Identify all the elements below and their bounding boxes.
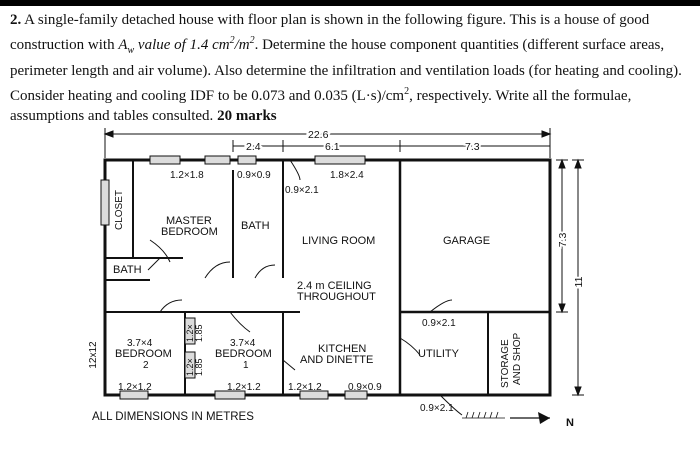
door-swing-bed2 — [159, 299, 183, 313]
room-kitchen-1: KITCHEN — [318, 343, 366, 355]
window-bottom-2 — [214, 390, 246, 400]
problem-text-3: , respectively. Write all the formulae, … — [10, 87, 632, 125]
window-left-3 — [184, 351, 196, 379]
top-border-bar — [0, 0, 700, 6]
room-bed2-name: BEDROOM — [115, 348, 172, 360]
label-d-front: 0.9×2.1 — [285, 185, 319, 196]
north-arrow-icon — [538, 412, 550, 424]
room-utility: UTILITY — [418, 348, 460, 360]
window-left-1 — [100, 179, 110, 226]
room-bed1-dim: 3.7×4 — [230, 338, 256, 349]
label-d-kitchen: 0.9×0.9 — [348, 382, 382, 393]
door-swing-master — [149, 239, 171, 263]
footer-note: ALL DIMENSIONS IN METRES — [92, 411, 254, 423]
room-master-2: BEDROOM — [161, 226, 218, 238]
door-swing-utility — [429, 299, 453, 313]
label-w-bed1-sub: 1.85 — [194, 358, 204, 376]
room-bed1-name: BEDROOM — [215, 348, 272, 360]
aw-value: value of 1.4 cm — [134, 36, 230, 53]
label-w-bed2-sub: 1.85 — [194, 324, 204, 342]
aw-subscript: w — [127, 44, 135, 56]
dim-right-total: 11 — [573, 276, 585, 287]
north-label: N — [566, 417, 574, 429]
aw-symbol: A — [118, 36, 128, 53]
ground-hatch — [462, 411, 505, 419]
dim-seg-mid: 6.1 — [325, 141, 340, 153]
problem-number: 2. — [10, 12, 22, 28]
dim-seg-left: 2.4 — [246, 141, 261, 153]
label-w-master: 1.2×1.8 — [170, 170, 204, 181]
ceiling-note-2: THROUGHOUT — [297, 291, 376, 303]
aw-unit-rest: /m — [234, 36, 250, 53]
window-left-2 — [184, 317, 196, 345]
label-d-garage-utility: 0.9×2.1 — [422, 318, 456, 329]
room-storage-1: STORAGE — [500, 339, 511, 388]
label-w-bed2-left: 1.2× — [185, 324, 195, 342]
window-top-2 — [204, 155, 231, 165]
ceiling-note-1: 2.4 m CEILING — [297, 280, 372, 292]
label-w-kitchen-bottom: 1.2×1.2 — [288, 382, 322, 393]
room-storage-2: AND SHOP — [512, 332, 523, 385]
room-kitchen-2: AND DINETTE — [300, 354, 373, 366]
label-d-utility-out: 0.9×2.1 — [420, 403, 454, 414]
room-garage: GARAGE — [443, 235, 490, 247]
aw-unit-sup: 2 — [229, 34, 235, 46]
room-bed2-dim: 3.7×4 — [127, 338, 153, 349]
label-w-bath-top: 0.9×0.9 — [237, 170, 271, 181]
problem-statement: 2. A single-family detached house with f… — [10, 10, 690, 127]
window-top-3 — [237, 155, 257, 165]
door-swing-kitchen — [282, 359, 296, 371]
window-bottom-3 — [299, 390, 329, 400]
window-bottom-1 — [119, 390, 149, 400]
door-swing-bath — [204, 261, 231, 279]
aw-unit-sup2: 2 — [249, 34, 255, 46]
door-swing-utility-side — [399, 337, 421, 356]
room-bed2-num: 2 — [143, 360, 149, 371]
problem-text-1: A single-family detached house with floo… — [10, 12, 650, 53]
room-bath-left: BATH — [113, 264, 142, 276]
window-top-1 — [149, 155, 181, 165]
idf-sup: 2 — [404, 85, 410, 97]
room-living: LIVING ROOM — [302, 235, 375, 247]
dim-right-upper: 7.3 — [557, 233, 569, 248]
room-bed1-num: 1 — [243, 360, 249, 371]
door-swing-front — [289, 159, 301, 181]
window-top-4 — [314, 155, 366, 165]
label-w-bed1-bottom: 1.2×1.2 — [227, 382, 261, 393]
problem-text-2: . Determine the house component quantiti… — [10, 36, 682, 104]
label-w-living: 1.8×2.4 — [330, 170, 364, 181]
door-swing-bed1 — [229, 311, 251, 333]
room-bath-top: BATH — [241, 220, 270, 232]
door-swing-bath-left — [147, 257, 161, 271]
window-bottom-4 — [344, 390, 368, 400]
dim-left-side: 12x12 — [88, 341, 99, 369]
label-w-bed1-left: 1.2× — [185, 358, 195, 376]
room-master-1: MASTER — [166, 215, 212, 227]
marks-label: 20 marks — [217, 108, 277, 124]
label-w-bed2-bottom: 1.2×1.2 — [118, 382, 152, 393]
dim-total-width: 22.6 — [308, 129, 329, 141]
room-closet: CLOSET — [114, 190, 125, 230]
door-swing-bath2 — [254, 264, 276, 279]
dim-seg-right: 7.3 — [465, 141, 480, 153]
door-swing-out — [439, 394, 463, 416]
